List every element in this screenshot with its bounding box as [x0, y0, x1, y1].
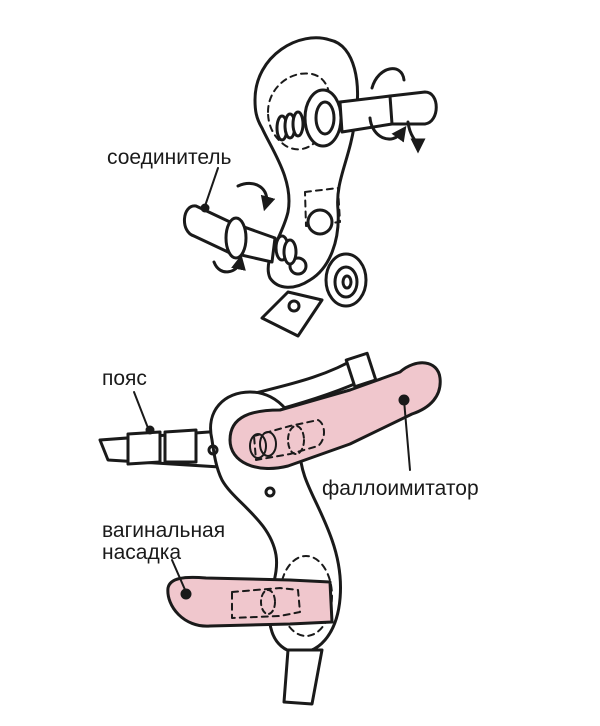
top-upper-disc-inner	[314, 100, 336, 136]
top-plate-hole-1	[306, 208, 334, 236]
top-upper-rotate-arrow	[370, 67, 418, 146]
dildo-base-ring-1	[249, 433, 267, 459]
vaginal-pointer-dot	[180, 588, 192, 600]
top-lower-plug-collar	[224, 216, 248, 260]
top-ring-3	[291, 110, 305, 138]
dildo-dashed-ring	[287, 425, 305, 455]
bottom-harness-drawing	[98, 351, 442, 706]
top-harness-drawing	[183, 36, 438, 338]
top-suction-cup-inner	[333, 265, 359, 299]
label-vaginal-attachment-line-2: насадка	[102, 541, 182, 564]
connector-pointer-dot	[200, 203, 210, 213]
top-lower-rotate-arrow-2	[212, 254, 246, 274]
top-suction-cup-core	[341, 274, 353, 290]
top-upper-disc	[303, 88, 343, 148]
top-plate-dashed-slot	[304, 187, 341, 227]
top-lower-ring-2	[282, 238, 298, 266]
bottom-belt-buckle	[126, 430, 162, 466]
label-connector: соединитель	[107, 146, 232, 169]
belt-pointer-dot	[145, 425, 155, 435]
top-upper-rotate-arrow-2	[368, 116, 407, 143]
vaginal-dashed-connector	[231, 587, 301, 619]
bottom-plate-hole-2	[264, 486, 276, 498]
bottom-belt-buckle-2	[163, 428, 198, 464]
vaginal-pointer	[171, 559, 187, 593]
label-belt: пояс	[102, 367, 147, 390]
connector-pointer	[204, 167, 219, 207]
top-suction-cup-outer	[324, 252, 368, 308]
dildo-dashed-connector	[253, 419, 325, 461]
vaginal-attachment-shape	[166, 575, 334, 628]
top-upper-plug-seam	[388, 94, 394, 126]
dildo-pointer	[403, 399, 411, 471]
top-strap-end	[260, 290, 324, 338]
vaginal-dashed-ring	[260, 589, 276, 615]
top-lower-rotate-arrow	[236, 181, 276, 212]
bottom-plate-hole-1	[207, 444, 219, 456]
dildo-base-ring-2	[259, 431, 277, 457]
dildo-shape	[228, 361, 442, 470]
label-vaginal-attachment-line-1: вагинальная	[102, 519, 226, 542]
belt-pointer	[133, 391, 149, 429]
dildo-pointer-dot	[398, 394, 410, 406]
label-dildo: фаллоимитатор	[322, 477, 479, 500]
top-plate-hole-3	[287, 299, 301, 313]
bottom-strap-lower	[282, 648, 324, 706]
